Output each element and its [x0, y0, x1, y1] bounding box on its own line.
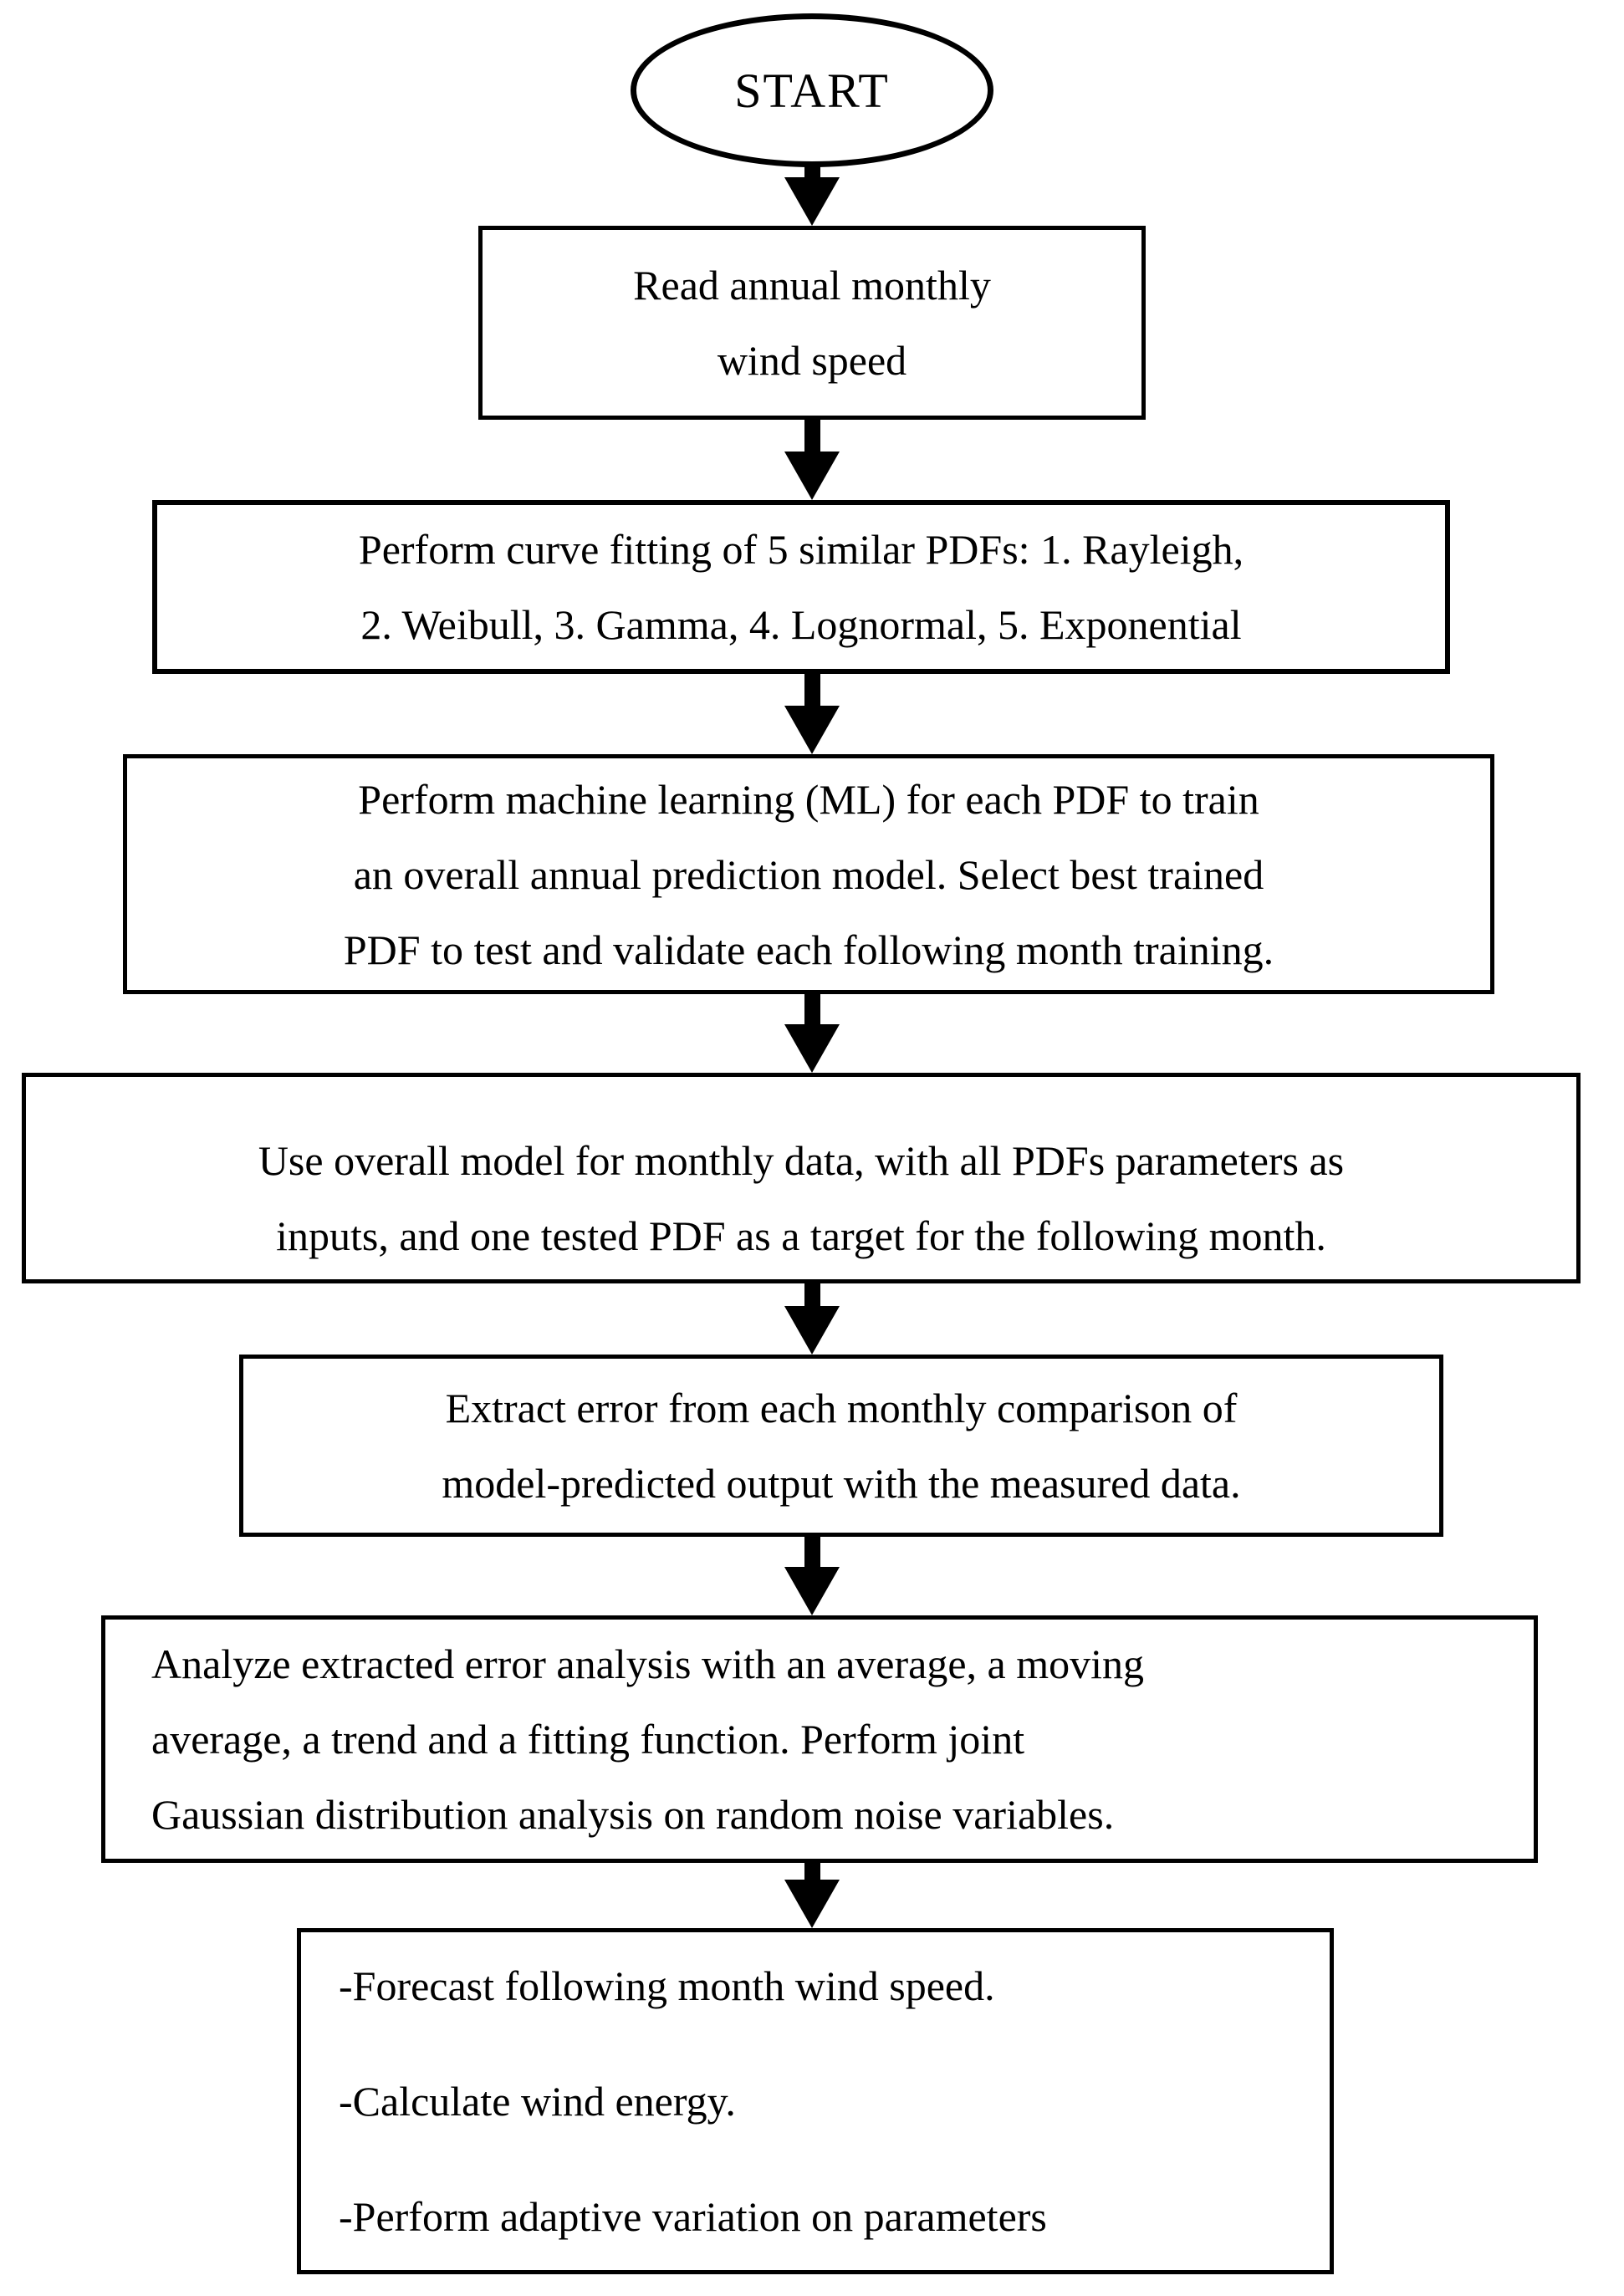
box-line: an overall annual prediction model. Sele… — [353, 850, 1264, 898]
box-line: Analyze extracted error analysis with an… — [151, 1640, 1144, 1687]
arrow-down-icon — [784, 164, 840, 226]
arrow-head — [784, 1306, 840, 1355]
box-line: inputs, and one tested PDF as a target f… — [276, 1212, 1326, 1259]
arrow-stem — [804, 1537, 820, 1567]
start-node: START — [631, 13, 993, 167]
arrow-down-icon — [784, 1283, 840, 1355]
box-line: PDF to test and validate each following … — [343, 926, 1274, 973]
arrow-head — [784, 1567, 840, 1615]
box-line: -Perform adaptive variation on parameter… — [339, 2193, 1047, 2240]
arrow-stem — [804, 420, 820, 452]
box-line: Gaussian distribution analysis on random… — [151, 1791, 1115, 1838]
box-line: 2. Weibull, 3. Gamma, 4. Lognormal, 5. E… — [360, 601, 1242, 648]
box-line: average, a trend and a fitting function.… — [151, 1716, 1025, 1763]
arrow-stem — [804, 674, 820, 706]
arrow-head — [784, 1024, 840, 1073]
arrow-head — [784, 1880, 840, 1928]
box-line: -Calculate wind energy. — [339, 2078, 736, 2125]
arrow-down-icon — [784, 674, 840, 754]
start-label: START — [734, 63, 890, 118]
arrow-stem — [804, 994, 820, 1024]
box-line: model-predicted output with the measured… — [442, 1460, 1241, 1507]
arrow-stem — [804, 164, 820, 177]
box-line: Read annual monthly — [633, 262, 991, 309]
box-line: Extract error from each monthly comparis… — [445, 1385, 1238, 1431]
arrow-down-icon — [784, 1863, 840, 1928]
arrow-down-icon — [784, 994, 840, 1073]
arrow-head — [784, 706, 840, 754]
box-forecast-outputs: -Forecast following month wind speed. -C… — [297, 1928, 1334, 2274]
arrow-head — [784, 177, 840, 226]
box-line: -Forecast following month wind speed. — [339, 1962, 995, 2009]
box-line: wind speed — [717, 337, 907, 384]
arrow-stem — [804, 1863, 820, 1880]
arrow-down-icon — [784, 1537, 840, 1615]
box-machine-learning: Perform machine learning (ML) for each P… — [123, 754, 1494, 994]
box-error-analysis: Analyze extracted error analysis with an… — [101, 1615, 1538, 1863]
arrow-stem — [804, 1283, 820, 1306]
box-line: Perform curve fitting of 5 similar PDFs:… — [358, 526, 1244, 573]
arrow-head — [784, 452, 840, 500]
box-read-wind-speed: Read annual monthly wind speed — [478, 226, 1146, 420]
box-extract-error: Extract error from each monthly comparis… — [239, 1355, 1443, 1537]
arrow-down-icon — [784, 420, 840, 500]
box-overall-model: Use overall model for monthly data, with… — [22, 1073, 1581, 1283]
box-line: Use overall model for monthly data, with… — [258, 1137, 1345, 1184]
box-curve-fitting: Perform curve fitting of 5 similar PDFs:… — [152, 500, 1450, 674]
box-line: Perform machine learning (ML) for each P… — [358, 775, 1259, 823]
